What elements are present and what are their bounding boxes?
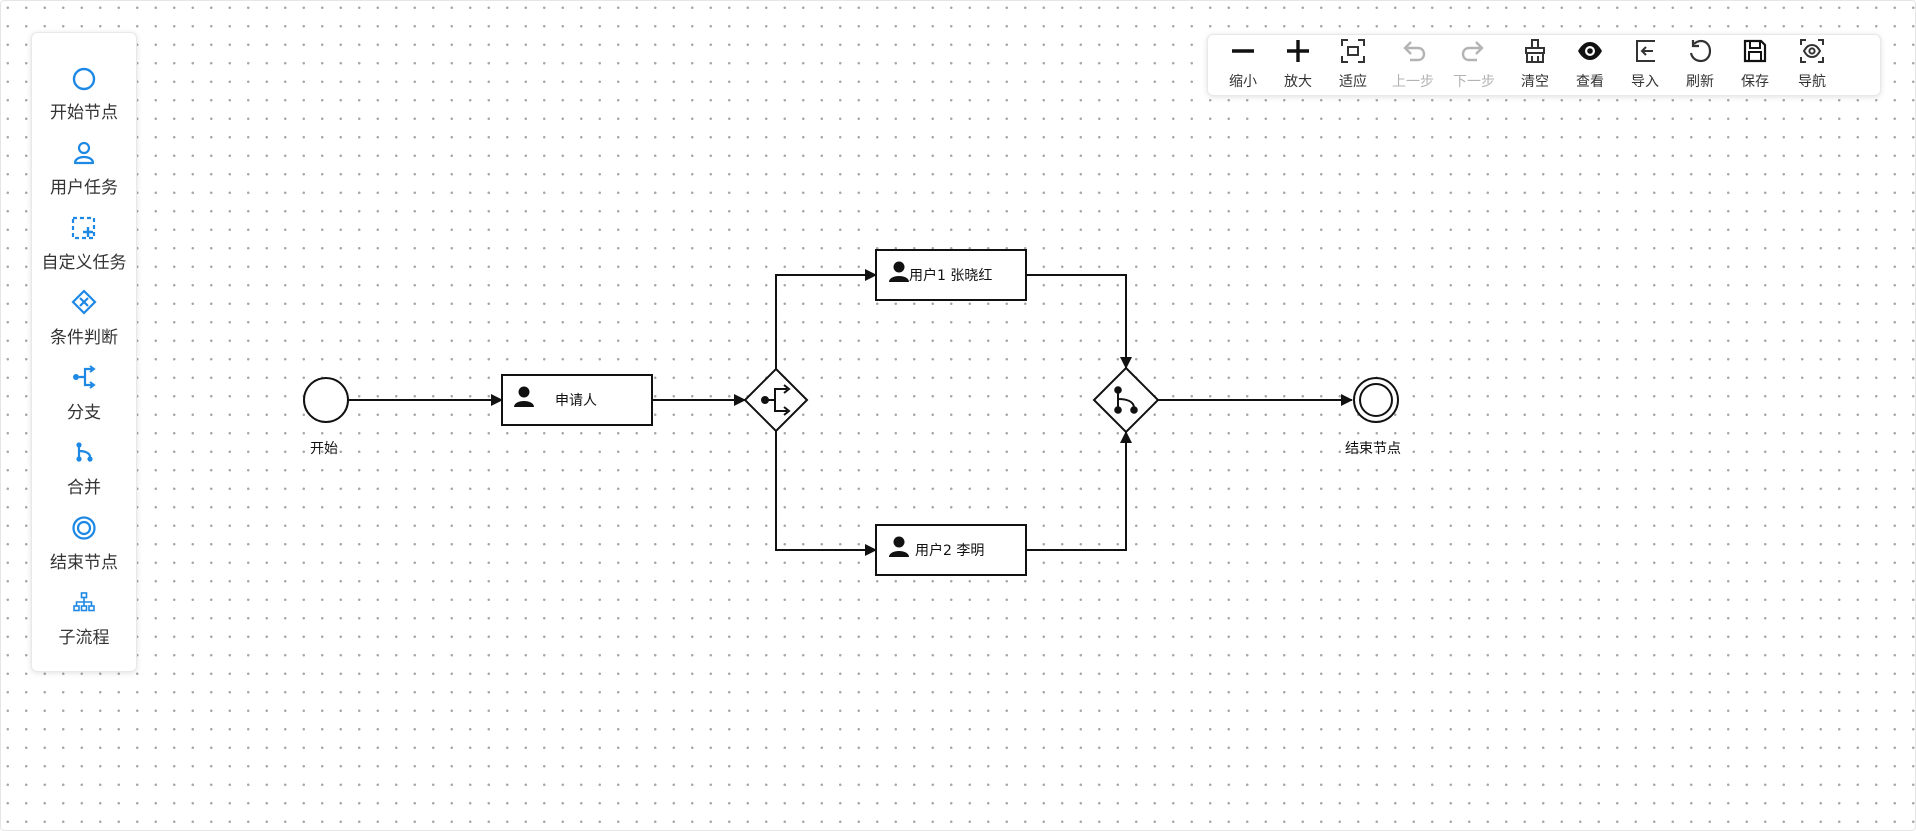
redo-label: 下一步 [1453,74,1495,90]
user-icon [889,536,909,557]
custom-task-icon [71,216,96,240]
start-event[interactable] [303,377,349,423]
zoom-in-label: 放大 [1284,74,1312,90]
end-event[interactable] [1353,377,1399,423]
palette-item-label: 开始节点 [50,103,118,123]
fork-gateway[interactable] [743,367,809,433]
edge-user1-to-merge[interactable] [1026,274,1132,369]
palette-item-label: 合并 [67,478,101,498]
import-button[interactable]: 导入 [1617,35,1673,95]
palette-item-user-task[interactable]: 用户任务 [32,138,136,210]
task-user1-label: 用户1 张晓红 [909,268,993,284]
zoom-out-icon [1232,49,1254,53]
view-button[interactable]: 查看 [1562,35,1618,95]
undo-button[interactable]: 上一步 [1385,35,1441,95]
palette-item-fork[interactable]: 分支 [32,363,136,435]
task-applicant-label: 申请人 [555,393,597,409]
zoom-in-button[interactable]: 放大 [1270,35,1326,95]
redo-icon [1461,41,1484,62]
clear-button[interactable]: 清空 [1507,35,1563,95]
redo-button[interactable]: 下一步 [1446,35,1502,95]
palette-item-label: 结束节点 [50,553,118,573]
task-user2-label: 用户2 李明 [915,543,985,559]
view-icon [1578,42,1602,60]
condition-gateway-icon [71,289,97,315]
import-label: 导入 [1631,74,1659,90]
navigate-label: 导航 [1798,74,1826,90]
save-label: 保存 [1741,74,1769,90]
import-icon [1636,40,1655,62]
zoom-in-icon [1287,40,1309,62]
task-user2[interactable] [875,524,1027,576]
save-button[interactable]: 保存 [1727,35,1783,95]
edge-fork-to-user2[interactable] [775,431,877,556]
fit-view-icon [1341,39,1365,63]
diagram-toolbar: 缩小 放大 适应 上一步 [1207,34,1881,96]
palette-item-merge[interactable]: 合并 [32,438,136,510]
user-icon [514,386,534,407]
view-label: 查看 [1576,74,1604,90]
edges [348,269,1353,556]
merge-gateway[interactable] [1092,366,1160,434]
clear-icon [1525,39,1545,63]
save-icon [1743,39,1767,63]
subprocess-icon [73,592,95,612]
refresh-label: 刷新 [1686,74,1714,90]
merge-icon [1114,386,1138,414]
palette-item-start-event[interactable]: 开始节点 [32,63,136,135]
palette-item-label: 用户任务 [50,178,118,198]
merge-icon [76,442,93,462]
end-event-label: 结束节点 [1345,441,1401,457]
palette-item-label: 子流程 [58,628,110,648]
refresh-button[interactable]: 刷新 [1672,35,1728,95]
edge-user2-to-merge[interactable] [1026,431,1132,551]
user-task-icon [73,141,95,165]
user-icon [889,261,909,282]
refresh-icon [1689,39,1712,63]
task-applicant[interactable] [501,374,653,426]
zoom-out-button[interactable]: 缩小 [1215,35,1271,95]
palette-item-label: 分支 [67,403,101,423]
palette-item-end-event[interactable]: 结束节点 [32,513,136,585]
navigate-icon [1800,39,1824,63]
undo-label: 上一步 [1392,74,1434,90]
fork-icon [761,384,791,416]
clear-label: 清空 [1521,74,1549,90]
palette-item-label: 自定义任务 [41,253,127,273]
palette-item-subprocess[interactable]: 子流程 [32,588,136,660]
palette-item-condition[interactable]: 条件判断 [32,288,136,360]
palette-item-custom-task[interactable]: 自定义任务 [32,213,136,285]
palette-item-label: 条件判断 [50,328,118,348]
fit-view-label: 适应 [1339,74,1367,90]
zoom-out-label: 缩小 [1229,74,1257,90]
navigate-button[interactable]: 导航 [1784,35,1840,95]
task-user1[interactable] [875,249,1027,301]
start-event-label: 开始 [310,441,338,457]
end-event-icon [72,516,96,540]
fork-icon [73,365,96,389]
undo-icon [1403,41,1426,62]
edge-fork-to-user1[interactable] [775,269,877,369]
node-palette: 开始节点 用户任务 自定义任务 条件判断 [31,32,137,672]
start-event-icon [72,67,96,91]
fit-view-button[interactable]: 适应 [1325,35,1381,95]
